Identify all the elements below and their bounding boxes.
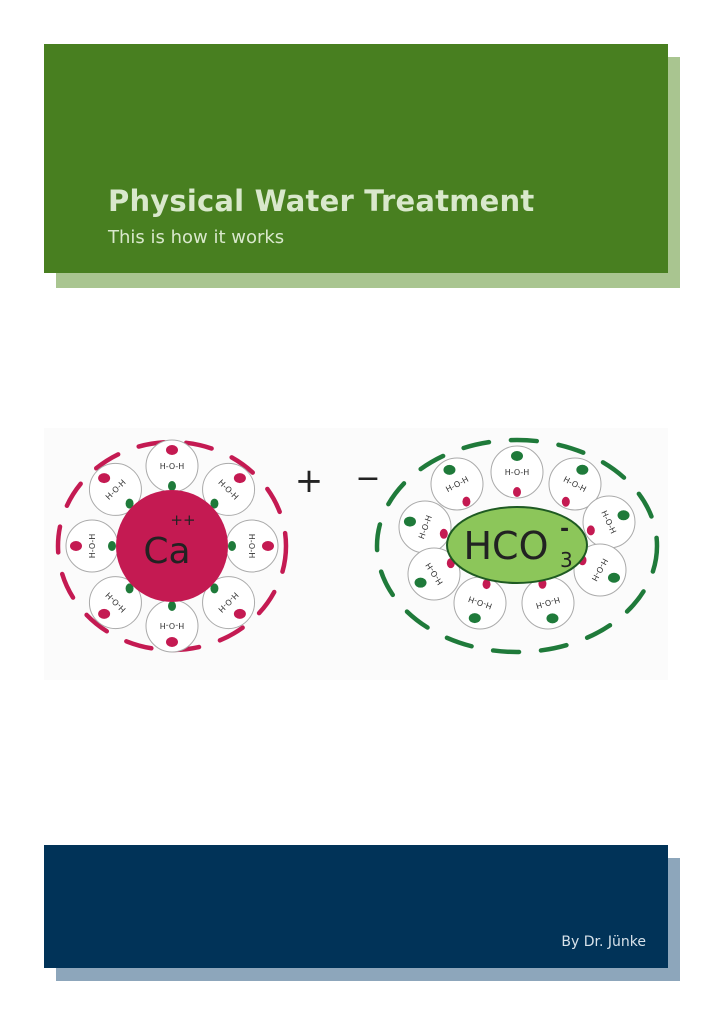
- charge-dot: [168, 481, 176, 491]
- water-molecule: H-O-H: [573, 543, 627, 597]
- water-molecule: H-O-H: [202, 576, 256, 630]
- charge-dot: [443, 464, 456, 475]
- water-label: H-O-H: [160, 462, 185, 471]
- charge-dot: [414, 577, 427, 588]
- charge-dot: [462, 496, 471, 507]
- charge-dot: [617, 510, 630, 521]
- water-molecule: H-O-H: [88, 462, 142, 516]
- charge-dot: [586, 525, 595, 536]
- charge-dot: [513, 487, 521, 497]
- charge-dot: [70, 541, 82, 551]
- plus-sign: +: [295, 461, 324, 501]
- document-subtitle: This is how it works: [108, 227, 285, 248]
- bicarbonate-hydration-shell: [374, 437, 660, 655]
- calcium-label: Ca: [143, 531, 190, 572]
- bicarbonate-subscript: 3: [560, 548, 573, 572]
- charge-dot: [439, 528, 448, 539]
- water-molecule: H-O-H: [582, 495, 636, 549]
- water-molecule: H-O-H: [548, 457, 602, 511]
- charge-dot: [468, 613, 481, 624]
- charge-dot: [607, 572, 620, 583]
- charge-dot: [228, 541, 236, 551]
- water-molecule: H-O-H: [88, 576, 142, 630]
- charge-dot: [108, 541, 116, 551]
- water-label: H-O-H: [247, 534, 256, 559]
- water-molecule: H-O-H: [225, 519, 279, 573]
- charge-dot: [125, 583, 134, 594]
- charge-dot: [576, 464, 589, 475]
- charge-dot: [166, 637, 178, 647]
- charge-dot: [98, 608, 111, 619]
- calcium-charge: ++: [170, 511, 195, 529]
- charge-dot: [233, 608, 246, 619]
- water-molecule: H-O-H: [398, 500, 452, 554]
- bicarbonate-charge: -: [560, 517, 569, 542]
- charge-dot: [210, 583, 219, 594]
- charge-dot: [482, 579, 491, 590]
- charge-dot: [98, 473, 111, 484]
- water-molecule: H-O-H: [521, 576, 575, 630]
- water-molecule: H-O-H: [407, 547, 461, 601]
- charge-dot: [125, 498, 134, 509]
- water-molecule: H-O-H: [145, 439, 199, 493]
- charge-dot: [210, 498, 219, 509]
- charge-dot: [166, 445, 178, 455]
- charge-dot: [168, 601, 176, 611]
- water-label: H-O-H: [160, 621, 185, 630]
- document-title: Physical Water Treatment: [108, 184, 535, 218]
- charge-dot: [561, 496, 570, 507]
- water-label: H-O-H: [505, 468, 530, 477]
- water-molecule: H-O-H: [453, 576, 507, 630]
- water-molecule: H-O-H: [145, 599, 199, 653]
- charge-dot: [546, 613, 559, 624]
- water-molecule: H-O-H: [430, 457, 484, 511]
- charge-dot: [233, 473, 246, 484]
- bicarbonate-ion: [446, 506, 588, 584]
- water-molecule: H-O-H: [490, 445, 544, 499]
- charge-dot: [511, 451, 523, 461]
- author-banner: By Dr. Jünke: [44, 845, 668, 968]
- charge-dot: [262, 541, 274, 551]
- charge-dot: [403, 516, 416, 527]
- title-banner: Physical Water Treatment This is how it …: [44, 44, 668, 273]
- water-molecule: H-O-H: [65, 519, 119, 573]
- author-name: By Dr. Jünke: [561, 934, 646, 950]
- bicarbonate-label: HCO: [463, 524, 548, 568]
- minus-sign: −: [355, 461, 380, 496]
- water-label: H-O-H: [88, 534, 97, 559]
- water-molecule: H-O-H: [202, 462, 256, 516]
- calcium-ion: [116, 490, 228, 602]
